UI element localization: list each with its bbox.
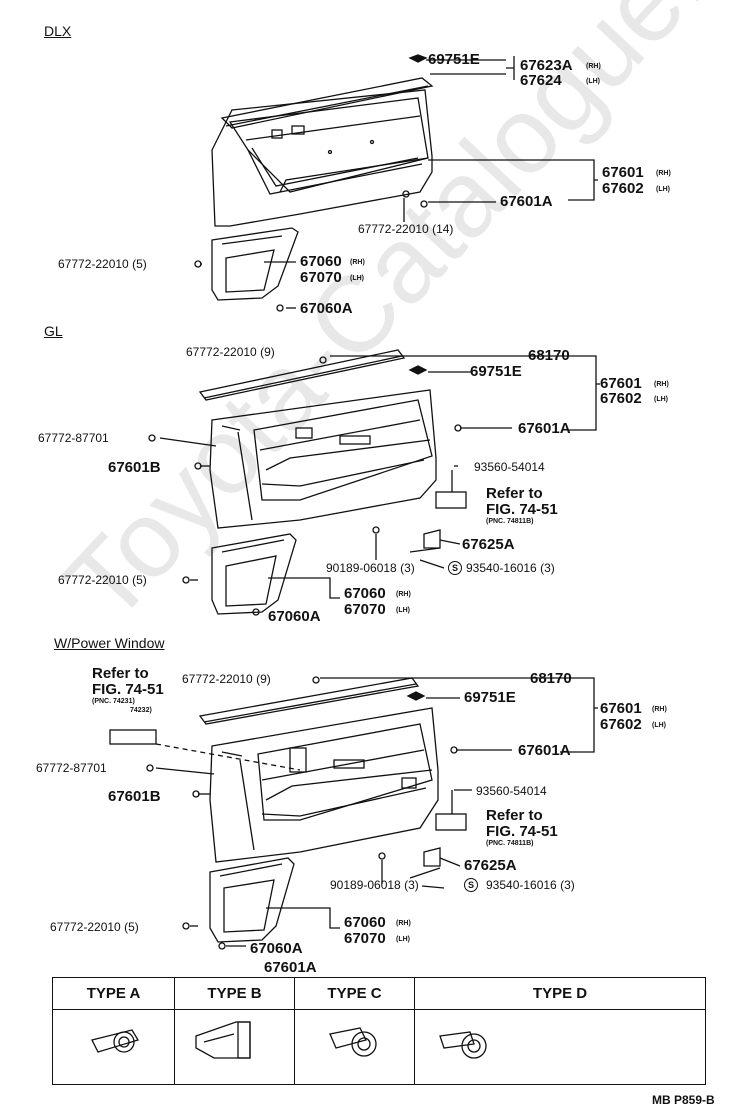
part-label: 67070 [344,601,386,618]
side-label: (LH) [396,936,410,943]
reference-pnc: 74232) [130,707,152,714]
reference-pnc: (PNC. 74811B) [486,518,534,525]
section-title-power-window: W/Power Window [54,635,165,651]
part-label: 67060A [300,300,353,317]
part-label: 67060A [250,940,303,957]
type-c-cell [295,1010,415,1084]
dlx-drawing [194,54,598,312]
side-label: (RH) [652,706,667,713]
reference-label: Refer to [486,485,543,502]
type-header: TYPE D [415,978,705,1010]
type-table-caption: 67601A [264,959,317,976]
part-label: 67601B [108,459,161,476]
reference-figure: FIG. 74-51 [486,501,558,518]
reference-label: Refer to [92,665,149,682]
side-label: (RH) [396,920,411,927]
side-label: (LH) [654,396,668,403]
type-a-cell [53,1010,175,1084]
reference-pnc: (PNC. 74231) [92,698,135,705]
part-label: 67601A [518,742,571,759]
part-label: 67772-87701 [38,431,109,445]
part-label: 67070 [300,269,342,286]
part-label: 67060 [344,914,386,931]
type-header: TYPE B [175,978,295,1010]
fastener-type-table: TYPE A TYPE B TYPE C TYPE D [52,977,706,1085]
figure-code: MB P859-B [652,1093,715,1107]
part-label: 67772-22010 (5) [58,573,147,587]
side-label: (RH) [656,170,671,177]
side-label: (RH) [396,591,411,598]
part-label: 67060A [268,608,321,625]
type-d-cell [415,1010,705,1084]
side-label: (LH) [652,722,666,729]
part-label: 67602 [602,180,644,197]
part-label: 67772-22010 (9) [186,345,275,359]
type-b-cell [175,1010,295,1084]
side-label: (LH) [656,186,670,193]
side-label: (LH) [396,607,410,614]
part-label: 67070 [344,930,386,947]
part-label: 67601A [500,193,553,210]
side-label: (LH) [586,78,600,85]
fastener-type-d-icon [439,1031,487,1059]
side-label: (RH) [586,63,601,70]
part-label: 67601 [600,700,642,717]
part-label: 67625A [464,857,517,874]
reference-pnc: (PNC. 74811B) [486,840,534,847]
section-title-gl: GL [44,323,63,339]
part-label: 67772-22010 (5) [58,257,147,271]
part-label: 93560-54014 [474,460,545,474]
part-label: 67772-87701 [36,761,107,775]
part-label: 67772-22010 (5) [50,920,139,934]
part-label: 67060 [300,253,342,270]
gl-drawing [148,349,600,616]
type-header: TYPE A [53,978,175,1010]
part-label: 67772-22010 (14) [358,222,454,236]
part-label: 67601 [602,164,644,181]
part-label: 67625A [462,536,515,553]
part-label: 68170 [530,670,572,687]
part-label: 67601B [108,788,161,805]
part-label: 90189-06018 (3) [326,561,415,575]
fastener-type-b-icon [195,1021,251,1059]
reference-figure: FIG. 74-51 [486,823,558,840]
part-label: 93560-54014 [476,784,547,798]
part-label: 67623A [520,57,573,74]
part-label: 69751E [470,363,522,380]
side-label: (RH) [350,259,365,266]
part-label: 68170 [528,347,570,364]
part-label: 67602 [600,390,642,407]
pw-drawing [109,676,598,950]
part-label: 69751E [464,689,516,706]
part-label: 67772-22010 (9) [182,672,271,686]
s-mark: S [448,561,462,575]
part-label: 90189-06018 (3) [330,878,419,892]
part-label: 67624 [520,72,562,89]
part-label: 67601A [518,420,571,437]
part-label: 93540-16016 (3) [466,561,555,575]
part-label: 67060 [344,585,386,602]
side-label: (LH) [350,275,364,282]
section-title-dlx: DLX [44,23,72,39]
reference-figure: FIG. 74-51 [92,681,164,698]
reference-label: Refer to [486,807,543,824]
fastener-type-a-icon [91,1029,139,1053]
fastener-type-c-icon [329,1027,377,1057]
part-label: 93540-16016 (3) [486,878,575,892]
s-mark: S [464,878,478,892]
part-label: 67602 [600,716,642,733]
type-header: TYPE C [295,978,415,1010]
part-label: 67601 [600,375,642,392]
part-label: 69751E [428,51,480,68]
side-label: (RH) [654,381,669,388]
